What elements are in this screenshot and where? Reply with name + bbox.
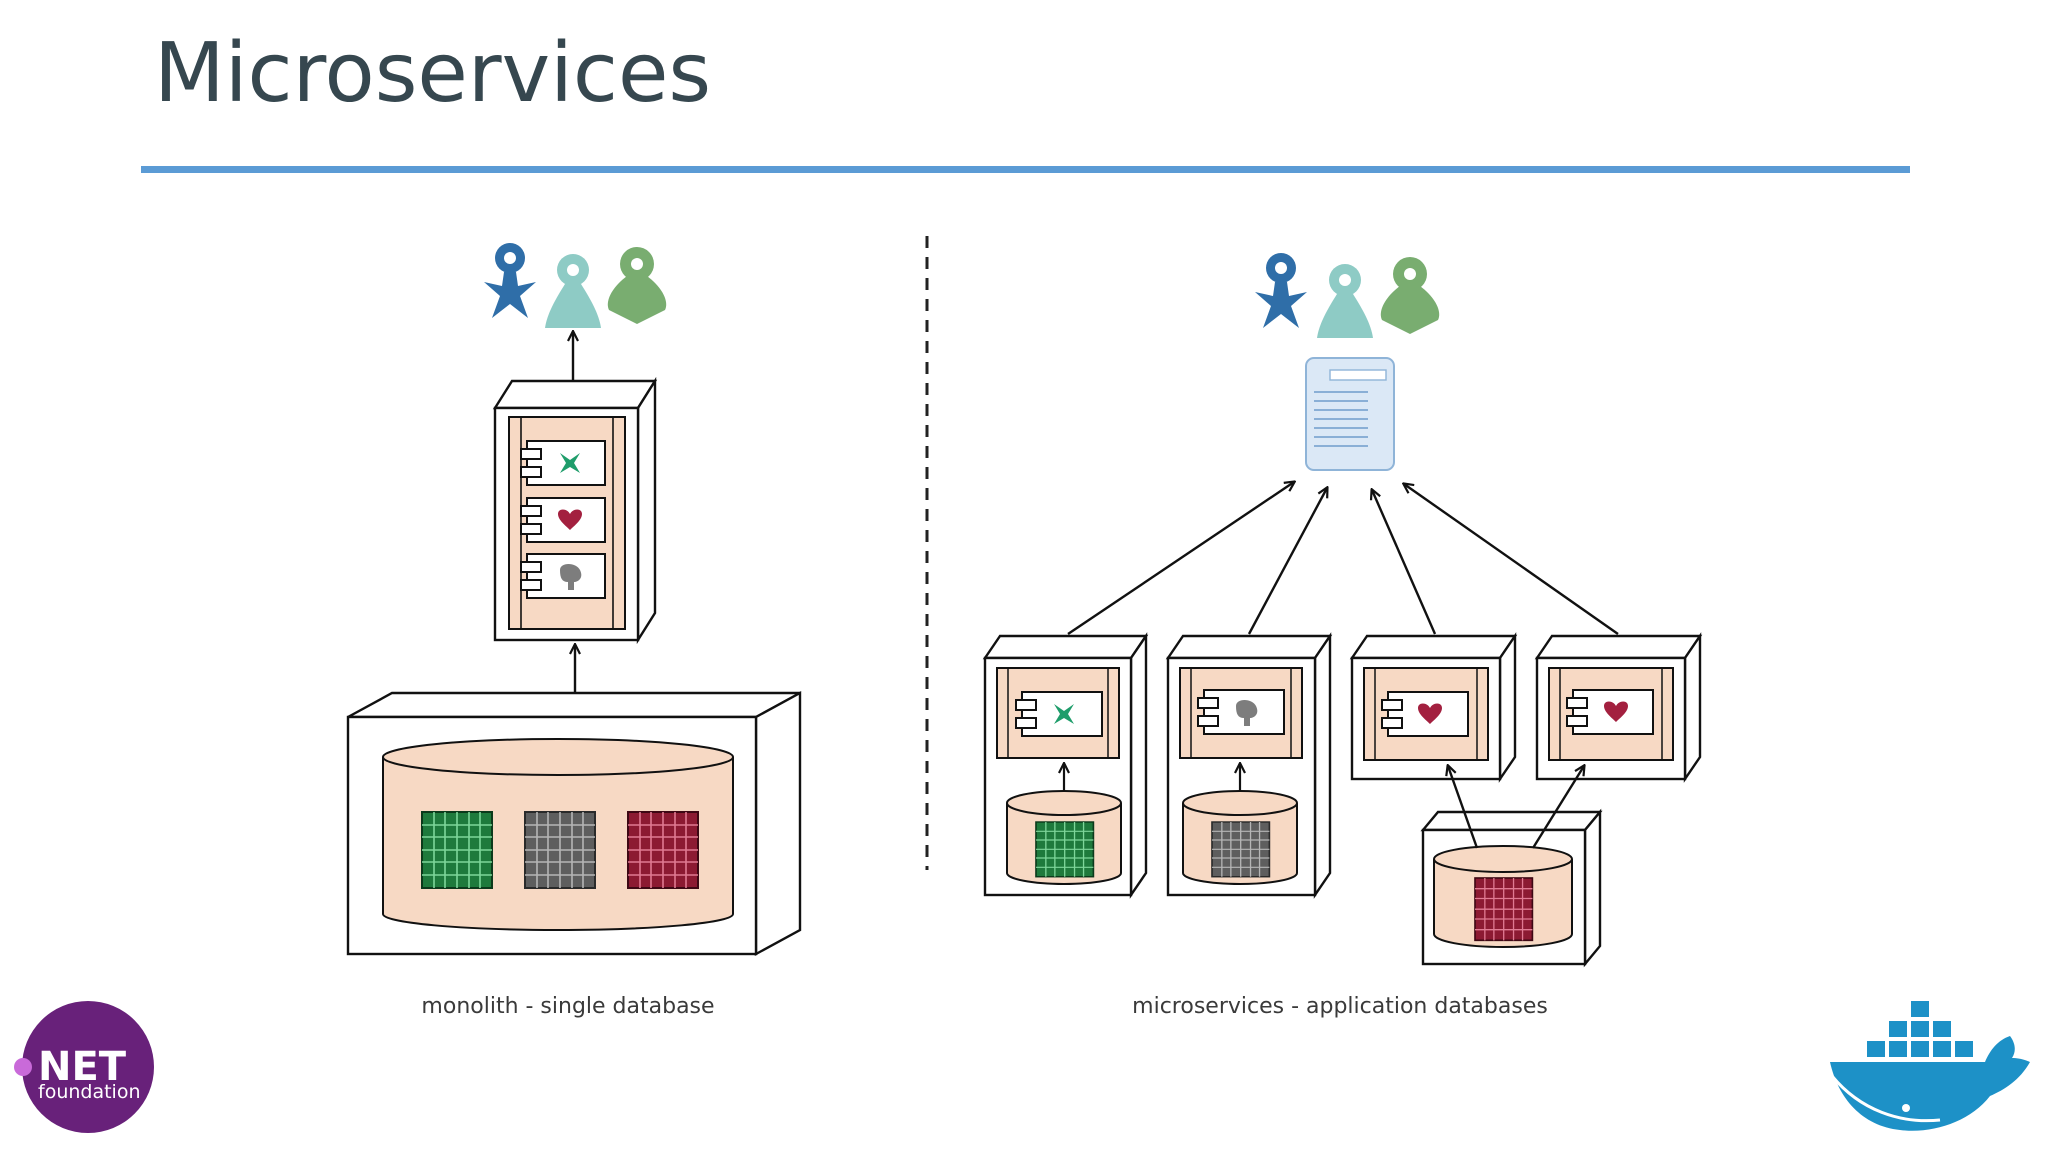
title-rule (141, 166, 1910, 173)
monolith-caption: monolith - single database (421, 994, 714, 1019)
microservice-box (1165, 632, 1333, 899)
table-icon (1211, 821, 1271, 878)
component-icon (520, 497, 606, 543)
arrow (1448, 766, 1479, 849)
monolith-database-server (346, 690, 802, 957)
user-icon (545, 254, 601, 328)
net-logo-text: NET (38, 1044, 127, 1090)
component-icon (1381, 691, 1469, 737)
table-icon (524, 811, 596, 889)
database-icon (1182, 790, 1298, 885)
user-icon (1255, 253, 1307, 328)
net-logo-subtext: foundation (38, 1081, 141, 1103)
table-icon (1474, 877, 1534, 942)
shared-database-server (1420, 808, 1603, 968)
microservice-box (1349, 632, 1518, 783)
monolith-application-server (492, 376, 658, 645)
docker-whale-icon (1830, 999, 2030, 1131)
arrow (1531, 766, 1584, 849)
monolith-users (484, 243, 667, 328)
slide-title: Microservices (154, 26, 712, 121)
user-icon (607, 247, 667, 324)
table-icon (627, 811, 699, 889)
component-icon (1566, 689, 1654, 735)
arrow (1404, 484, 1619, 635)
component-icon (520, 440, 606, 486)
database-icon (1006, 790, 1122, 885)
component-icon (1015, 691, 1103, 737)
component-icon (520, 553, 606, 599)
arrow (1247, 488, 1327, 635)
arrow (1372, 490, 1437, 635)
user-icon (484, 243, 536, 318)
user-icon (1380, 257, 1440, 334)
microservice-box (982, 632, 1149, 899)
document-icon (1305, 357, 1395, 471)
table-icon (1035, 821, 1095, 878)
arrow (1067, 482, 1294, 635)
user-icon (1317, 264, 1373, 338)
microservice-box (1534, 632, 1703, 783)
microservices-caption: microservices - application databases (1132, 994, 1548, 1019)
table-icon (421, 811, 493, 889)
net-foundation-logo: NET foundation (14, 1001, 154, 1133)
component-icon (1197, 689, 1285, 735)
database-icon (1433, 845, 1573, 948)
microservices-users (1255, 253, 1440, 338)
